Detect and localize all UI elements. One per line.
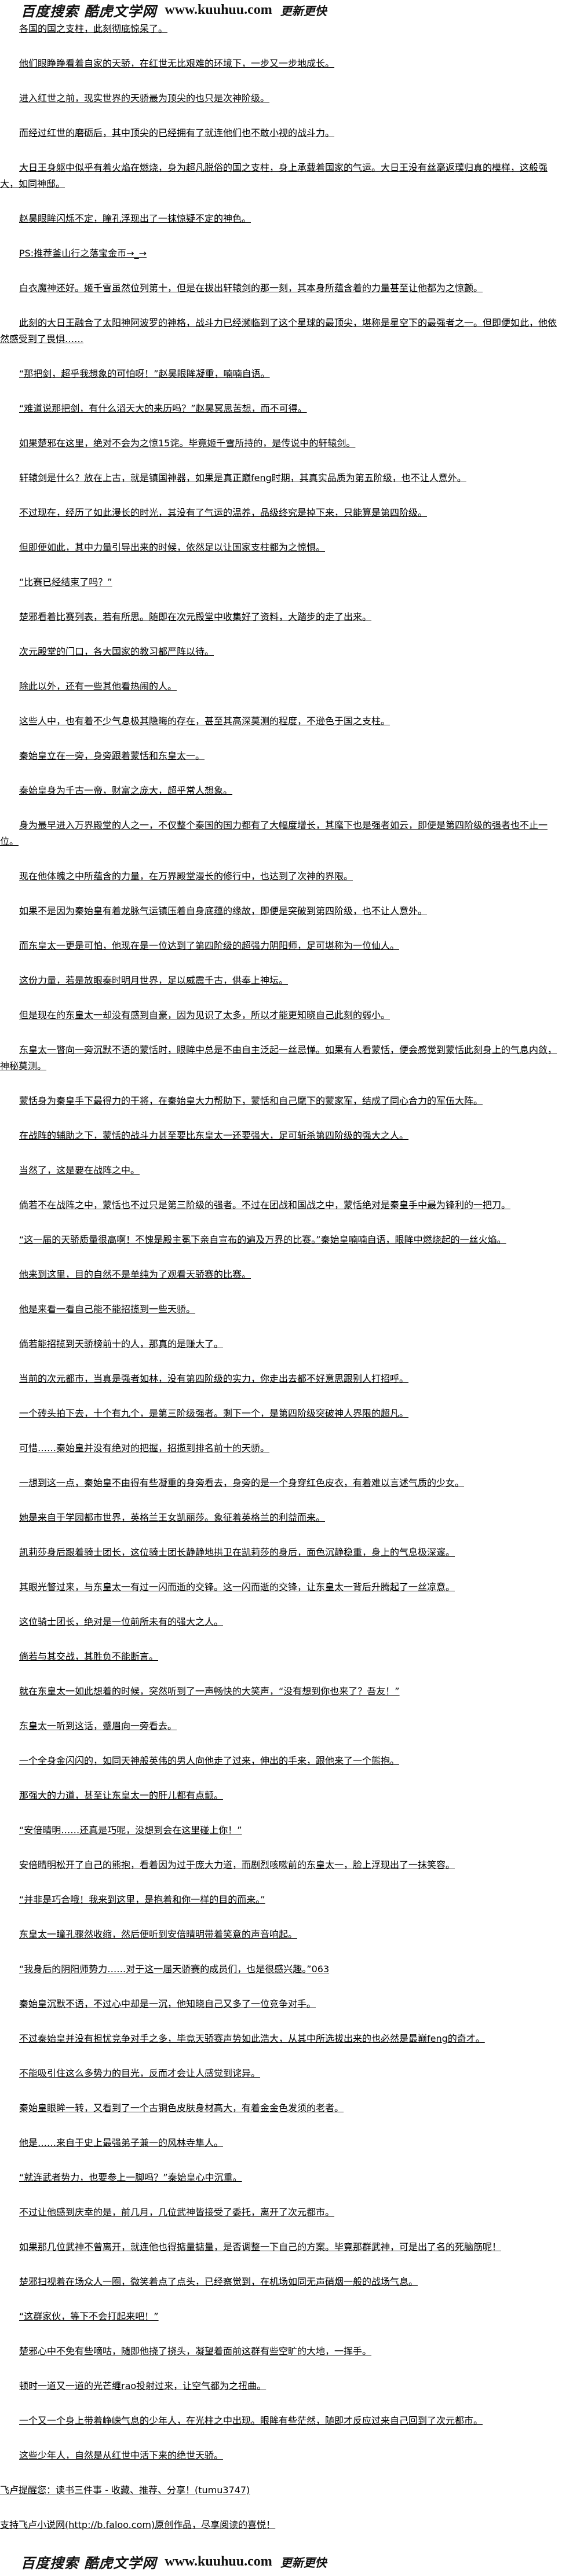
paragraph: 而东皇太一更是可怕，他现在是一位达到了第四阶级的超强力阴阳师，足可堪称为一位仙人… <box>19 940 400 951</box>
paragraph: 不过让他感到庆幸的是，前几月，几位武神皆接受了委托，离开了次元都市。 <box>19 2207 335 2218</box>
paragraph: 倘若能招揽到天骄榜前十的人，那真的是赚大了。 <box>19 1338 224 1349</box>
paragraph: 大日王身躯中似乎有着火焰在燃烧，身为超凡脱俗的国之支柱，身上承载着国家的气运。大… <box>0 162 548 189</box>
site-url[interactable]: www.kuuhuu.com <box>165 2553 272 2569</box>
paragraph: 不能吸引住这么多势力的目光，反而才会让人感觉到诧异。 <box>19 2068 261 2079</box>
paragraph: 一个全身金闪闪的，如同天神般英伟的男人向他走了过来，伸出的手来，跟他来了一个熊抱… <box>19 1755 400 1766</box>
support-faloo-notice[interactable]: 支持飞卢小说网(http://b.faloo.com)原创作品，尽享阅读的喜悦！ <box>0 2519 276 2530</box>
paragraph: “难道说那把剑，有什么滔天大的来历吗？”赵昊冥思苦想，而不可得。 <box>19 403 307 414</box>
paragraph: 那强大的力道，甚至让东皇太一的肝儿都有点颤。 <box>19 1790 224 1801</box>
paragraph: 顿时一道又一道的光芒缠rao投射过来，让空气都为之扭曲。 <box>19 2380 267 2391</box>
paragraph: PS:推荐釜山行之落宝金币→_→ <box>19 248 147 259</box>
paragraph: 凯莉莎身后跟着骑士团长，这位骑士团长静静地拱卫在凯莉莎的身后，面色沉静稳重，身上… <box>19 1547 455 1558</box>
paragraph: “这群家伙，等下不会打起来吧！” <box>19 2311 159 2322</box>
paragraph: 秦始皇眼眸一转，又看到了一个古铜色皮肤身材高大，有着金金色发须的老者。 <box>19 2102 344 2113</box>
paragraph: 一个又一个身上带着峥嵘气息的少年人，在光柱之中出现。眼眸有些茫然，随即才反应过来… <box>19 2415 483 2426</box>
paragraph: 秦始皇沉默不语，不过心中却是一沉，他知晓自己又多了一位竞争对手。 <box>19 1998 316 2009</box>
site-name: 百度搜索 酷虎文学网 <box>21 2 157 20</box>
paragraph: 不过秦始皇并没有担忧竞争对手之多，毕竟天骄赛声势如此浩大，从其中所选拔出来的也必… <box>19 2033 485 2044</box>
paragraph: “比赛已经结束了吗？” <box>19 577 112 588</box>
paragraph: 安倍晴明松开了自己的熊抱，看着因为过于庞大力道，而剧烈咳嗽前的东皇太一，脸上浮现… <box>19 1859 455 1870</box>
site-name: 百度搜索 酷虎文学网 <box>21 2554 157 2571</box>
paragraph: 不过现在，经历了如此漫长的时光，其没有了气运的温养，品级终究是掉下来，只能算是第… <box>19 507 428 518</box>
paragraph: 次元殿堂的门口，各大国家的教习都严阵以待。 <box>19 646 214 657</box>
paragraph: 各国的国之支柱，此刻彻底惊呆了。 <box>19 23 168 34</box>
paragraph: 倘若与其交战，其胜负不能断言。 <box>19 1651 159 1662</box>
paragraph: 她是来自于学园都市世界，英格兰王女凯丽莎。象征着英格兰的利益而来。 <box>19 1512 326 1523</box>
site-banner-bottom[interactable]: 百度搜索 酷虎文学网 www.kuuhuu.com 更新更快 <box>21 2553 327 2571</box>
paragraph: “我身后的阴阳师势力……对于这一届天骄赛的成员们，也是很感兴趣。”063 <box>19 1964 330 1975</box>
paragraph: 当然了，这是要在战阵之中。 <box>19 1165 140 1176</box>
paragraph: 除此以外，还有一些其他看热闹的人。 <box>19 681 177 692</box>
paragraph: 他来到这里，目的自然不是单纯为了观看天骄赛的比赛。 <box>19 1269 251 1280</box>
paragraph: 这些少年人，自然是从红世中活下来的绝世天骄。 <box>19 2450 224 2461</box>
paragraph: 他是……来自于史上最强弟子兼一的风林寺隼人。 <box>19 2137 224 2148</box>
paragraph: “并非是巧合哦！我来到这里，是抱着和你一样的目的而来。” <box>19 1894 265 1905</box>
paragraph: 当前的次元都市，当真是强者如林，没有第四阶级的实力，你走出去都不好意思跟别人打招… <box>19 1373 409 1384</box>
paragraph: 东皇太一瞥向一旁沉默不语的蒙恬时，眼眸中总是不由自主泛起一丝忌惮。如果有人看蒙恬… <box>0 1044 557 1072</box>
paragraph: 其眼光瞥过来，与东皇太一有过一闪而逝的交锋。这一闪而逝的交锋，让东皇太一背后升腾… <box>19 1581 455 1592</box>
paragraph: 这些人中，也有着不少气息极其隐晦的存在，甚至其高深莫测的程度，不逊色于国之支柱。 <box>19 715 391 726</box>
paragraph: 而经过红世的磨砺后，其中顶尖的已经拥有了就连他们也不敢小视的战斗力。 <box>19 127 335 138</box>
paragraph: 如果楚邪在这里，绝对不会为之惊15诧。毕竟姬千雪所持的，是传说中的轩辕剑。 <box>19 438 356 449</box>
paragraph: 这份力量，若是放眼秦时明月世界，足以威震千古，供奉上神坛。 <box>19 975 289 986</box>
paragraph: 楚邪心中不免有些嘀咕，随即他挠了挠头，凝望着面前这群有些空旷的大地，一挥手。 <box>19 2346 372 2357</box>
paragraph: 此刻的大日王融合了太阳神阿波罗的神格，战斗力已经濒临到了这个星球的最顶尖，堪称是… <box>0 317 557 344</box>
paragraph: “那把剑，超乎我想象的可怕呀！”赵昊眼眸凝重，喃喃自语。 <box>19 368 270 379</box>
paragraph: 赵昊眼眸闪烁不定，瞳孔浮现出了一抹惊疑不定的神色。 <box>19 213 251 224</box>
site-url[interactable]: www.kuuhuu.com <box>165 2 272 17</box>
paragraph: 身为最早进入万界殿堂的人之一，不仅整个秦国的国力都有了大幅度增长，其麾下也是强者… <box>0 820 548 847</box>
site-slogan: 更新更快 <box>280 2555 327 2570</box>
paragraph: 轩辕剑是什么？放在上古，就是镇国神器，如果是真正巅feng时期，其真实品质为第五… <box>19 472 466 483</box>
paragraph: 现在他体魄之中所蕴含的力量，在万界殿堂漫长的修行中，也达到了次神的界限。 <box>19 871 353 882</box>
paragraph: 一想到这一点，秦始皇不由得有些凝重的身旁看去，身旁的是一个身穿红色皮衣，有着难以… <box>19 1477 465 1488</box>
chapter-body: 各国的国之支柱，此刻彻底惊呆了。他们眼睁睁看着自家的天骄，在红世无比艰难的环境下… <box>0 21 562 2552</box>
site-slogan: 更新更快 <box>280 3 327 18</box>
paragraph: 进入红世之前，现实世界的天骄最为顶尖的也只是次神阶级。 <box>19 93 270 104</box>
site-banner-top[interactable]: 百度搜索 酷虎文学网 www.kuuhuu.com 更新更快 <box>21 1 327 20</box>
paragraph: 如果不是因为秦始皇有着龙脉气运镇压着自身底蕴的缘故，即便是突破到第四阶级，也不让… <box>19 905 428 916</box>
paragraph: 一个砖头拍下去，十个有九个，是第三阶级强者。剩下一个，是第四阶级突破神人界限的超… <box>19 1408 409 1419</box>
paragraph: 东皇太一瞳孔骤然收缩，然后便听到安倍晴明带着笑意的声音响起。 <box>19 1929 298 1940</box>
paragraph: “就连武者势力，也要参上一脚吗？”秦始皇心中沉重。 <box>19 2172 242 2183</box>
paragraph: 这位骑士团长，绝对是一位前所未有的强大之人。 <box>19 1616 224 1627</box>
paragraph: 但即便如此，其中力量引导出来的时候，依然足以让国家支柱都为之惊惧。 <box>19 542 326 553</box>
paragraph: 在战阵的辅助之下，蒙恬的战斗力甚至要比东皇太一还要强大，足可斩杀第四阶级的强大之… <box>19 1130 409 1141</box>
paragraph: 楚邪扫视着在场众人一圈，微笑着点了点头，已经察觉到，在机场如同无声硝烟一般的战场… <box>19 2276 418 2287</box>
paragraph: 楚邪看着比赛列表，若有所思。随即在次元殿堂中收集好了资料，大踏步的走了出来。 <box>19 611 372 622</box>
paragraph: 他是来看一看自己能不能招揽到一些天骄。 <box>19 1304 196 1315</box>
paragraph: 秦始皇立在一旁，身旁跟着蒙恬和东皇太一。 <box>19 750 205 761</box>
paragraph: 白衣魔神还好。姬千雪虽然位列第十，但是在拔出轩辕剑的那一刻，其本身所蕴含着的力量… <box>19 282 483 293</box>
paragraph: 倘若不在战阵之中，蒙恬也不过只是第三阶级的强者。不过在团战和国战之中，蒙恬绝对是… <box>19 1199 511 1210</box>
paragraph: “这一届的天骄质量很高啊！不愧是殿主冕下亲自宣布的遍及万界的比赛。”秦始皇喃喃自… <box>19 1234 506 1245</box>
paragraph: 蒙恬身为秦皇手下最得力的干将，在秦始皇大力帮助下，蒙恬和自己麾下的蒙家军，结成了… <box>19 1095 483 1106</box>
paragraph: 东皇太一听到这话，蹙眉向一旁看去。 <box>19 1720 177 1731</box>
paragraph: 如果那几位武神不曾离开，就连他也得掂量掂量，是否调整一下自己的方案。毕竟那群武神… <box>19 2241 502 2252</box>
reading-reminder-notice: 飞卢提醒您：读书三件事 - 收藏、推荐、分享！(tumu3747) <box>0 2485 250 2496</box>
paragraph: 秦始皇身为千古一帝，财富之庞大，超乎常人想象。 <box>19 785 233 796</box>
paragraph: 就在东皇太一如此想着的时候，突然听到了一声畅快的大笑声，“没有想到你也来了？吾友… <box>19 1686 400 1697</box>
paragraph: 可惜……秦始皇并没有绝对的把握，招揽到排名前十的天骄。 <box>19 1443 270 1454</box>
paragraph: 但是现在的东皇太一却没有感到自豪，因为见识了太多，所以才能更知晓自己此刻的弱小。 <box>19 1010 391 1021</box>
paragraph: “安倍晴明……还真是巧呢，没想到会在这里碰上你！” <box>19 1825 242 1836</box>
paragraph: 他们眼睁睁看着自家的天骄，在红世无比艰难的环境下，一步又一步地成长。 <box>19 58 335 69</box>
